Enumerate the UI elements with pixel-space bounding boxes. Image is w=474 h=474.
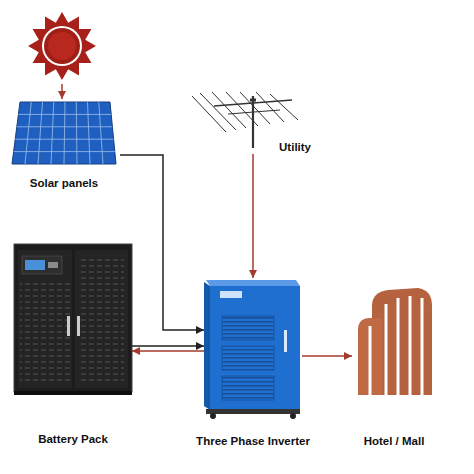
node-label: Utility <box>278 140 312 154</box>
flow-arrow <box>132 345 204 347</box>
utility-pole-icon <box>192 92 298 148</box>
sunlight-arrow <box>61 84 63 99</box>
building-icon <box>358 288 432 395</box>
flow-arrow <box>120 155 204 330</box>
node-label: Solar panels <box>29 176 99 190</box>
battery-node: Battery Pack <box>14 244 132 446</box>
node-label: Battery Pack <box>37 432 109 446</box>
solar-panel-node: Solar panels <box>8 96 120 190</box>
inverter-node: Three Phase Inverter <box>204 278 302 448</box>
solar-panel-icon <box>12 102 116 164</box>
inverter-cabinet-icon <box>204 280 300 419</box>
battery-cabinet-icon <box>14 244 132 395</box>
flow-arrow <box>132 350 204 352</box>
flow-arrow <box>302 355 352 357</box>
sun-icon <box>28 12 96 80</box>
flow-arrow <box>252 154 254 278</box>
node-label: Three Phase Inverter <box>195 434 311 448</box>
node-label: Hotel / Mall <box>363 434 426 448</box>
utility-node: Utility <box>188 88 312 154</box>
building-node: Hotel / Mall <box>352 288 436 448</box>
